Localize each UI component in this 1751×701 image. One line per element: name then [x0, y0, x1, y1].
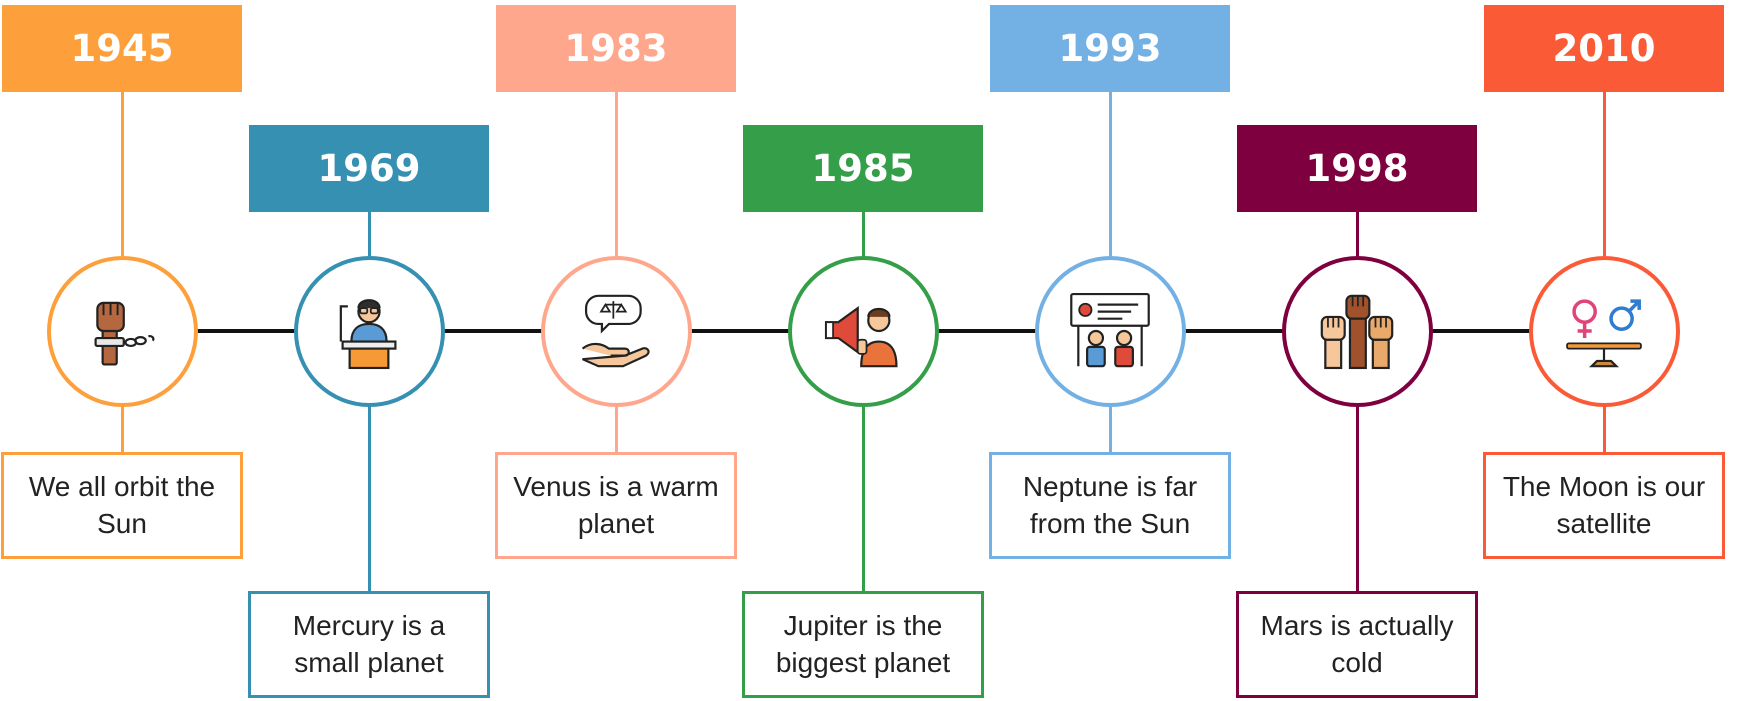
event-description: The Moon is our satellite	[1483, 452, 1725, 559]
event-icon-circle	[293, 255, 445, 407]
connector-line-top	[367, 212, 371, 256]
event-description: We all orbit the Sun	[1, 452, 243, 559]
year-label: 1998	[1237, 125, 1477, 212]
event-icon-circle	[46, 255, 198, 407]
protest-banner-icon	[1066, 287, 1154, 375]
connector-line-top	[861, 212, 865, 256]
year-label: 1993	[990, 5, 1230, 92]
event-description: Neptune is far from the Sun	[989, 452, 1231, 559]
connector-line-bottom	[1355, 406, 1359, 591]
event-description: Mars is actually cold	[1236, 591, 1478, 698]
connector-line-top	[120, 92, 124, 256]
year-label: 1983	[496, 5, 736, 92]
event-icon-circle	[540, 255, 692, 407]
event-icon-circle	[787, 255, 939, 407]
event-description: Jupiter is the biggest planet	[742, 591, 984, 698]
event-description: Venus is a warm planet	[495, 452, 737, 559]
raised-fists-icon	[1313, 287, 1401, 375]
megaphone-activist-icon	[819, 287, 907, 375]
raised-fist-broken-chain-icon	[78, 287, 166, 375]
connector-line-top	[1602, 92, 1606, 256]
connector-line-bottom	[367, 406, 371, 591]
event-icon-circle	[1528, 255, 1680, 407]
event-description: Mercury is a small planet	[248, 591, 490, 698]
speaker-at-podium-icon	[325, 287, 413, 375]
event-icon-circle	[1034, 255, 1186, 407]
connector-line-bottom	[1602, 406, 1606, 452]
connector-line-bottom	[614, 406, 618, 452]
event-icon-circle	[1281, 255, 1433, 407]
connector-line-bottom	[1108, 406, 1112, 452]
year-label: 1945	[2, 5, 242, 92]
year-label: 2010	[1484, 5, 1724, 92]
connector-line-top	[1355, 212, 1359, 256]
connector-line-top	[614, 92, 618, 256]
connector-line-bottom	[861, 406, 865, 591]
hand-with-justice-scale-icon	[572, 287, 660, 375]
gender-equality-scale-icon	[1560, 287, 1648, 375]
year-label: 1985	[743, 125, 983, 212]
year-label: 1969	[249, 125, 489, 212]
connector-line-bottom	[120, 406, 124, 452]
connector-line-top	[1108, 92, 1112, 256]
